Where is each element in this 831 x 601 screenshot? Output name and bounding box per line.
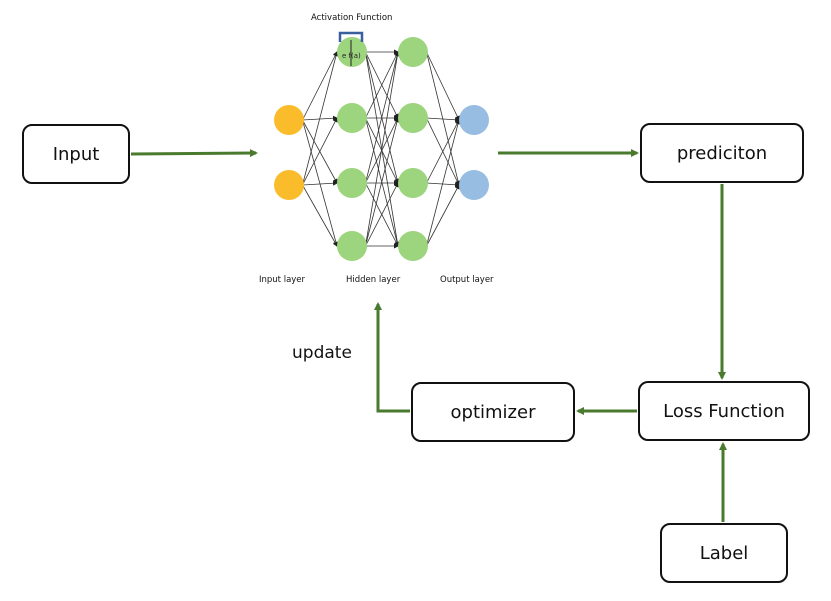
hidden1-node-4 <box>337 231 367 261</box>
arrow-input-to-network <box>130 149 258 158</box>
input-node-2 <box>274 170 304 200</box>
network-edge <box>365 51 399 119</box>
loss-function-box-label: Loss Function <box>663 400 785 422</box>
network-edge <box>302 51 339 186</box>
label-box: Label <box>660 523 788 583</box>
input-box-label: Input <box>52 143 100 165</box>
loss-function-box: Loss Function <box>638 381 810 441</box>
activation-formula: e f(a) <box>342 52 361 60</box>
update-edge-label: update <box>292 343 352 363</box>
arrow-optimizer-to-network <box>374 302 410 413</box>
prediction-box: prediciton <box>640 123 804 183</box>
network-edge <box>302 117 338 186</box>
network-nodes <box>274 37 489 261</box>
hidden-layer-label: Hidden layer <box>346 275 401 285</box>
output-node-2 <box>459 170 489 200</box>
output-node-1 <box>459 105 489 135</box>
hidden2-node-3 <box>398 168 428 198</box>
network-edge <box>365 182 399 247</box>
network-edge <box>426 51 461 186</box>
network-edge <box>365 117 400 247</box>
input-box: Input <box>22 124 130 184</box>
output-layer-label: Output layer <box>440 275 494 285</box>
input-layer-label: Input layer <box>259 275 306 285</box>
optimizer-box-label: optimizer <box>450 401 536 423</box>
network-edge <box>302 51 338 121</box>
network-edge <box>302 184 338 247</box>
network-edge <box>426 51 460 121</box>
label-box-label: Label <box>699 542 749 564</box>
network-edge <box>426 119 460 184</box>
hidden2-node-1 <box>398 37 428 67</box>
activation-function-label: Activation Function <box>311 13 393 23</box>
network-edge <box>365 51 400 247</box>
hidden2-node-4 <box>398 231 428 261</box>
network-edge <box>426 119 461 247</box>
input-node-1 <box>274 105 304 135</box>
network-connections <box>302 49 461 249</box>
hidden2-node-2 <box>398 103 428 133</box>
network-edge <box>302 119 339 247</box>
optimizer-box: optimizer <box>411 382 575 442</box>
activation-bracket-icon <box>338 31 364 42</box>
hidden1-node-2 <box>337 103 367 133</box>
hidden1-node-1 <box>337 37 367 67</box>
network-edge <box>426 184 460 247</box>
network-edge <box>302 180 338 186</box>
hidden1-node-3 <box>337 168 367 198</box>
network-edge <box>365 51 400 184</box>
prediction-box-label: prediciton <box>676 142 768 164</box>
network-edge <box>426 117 460 123</box>
